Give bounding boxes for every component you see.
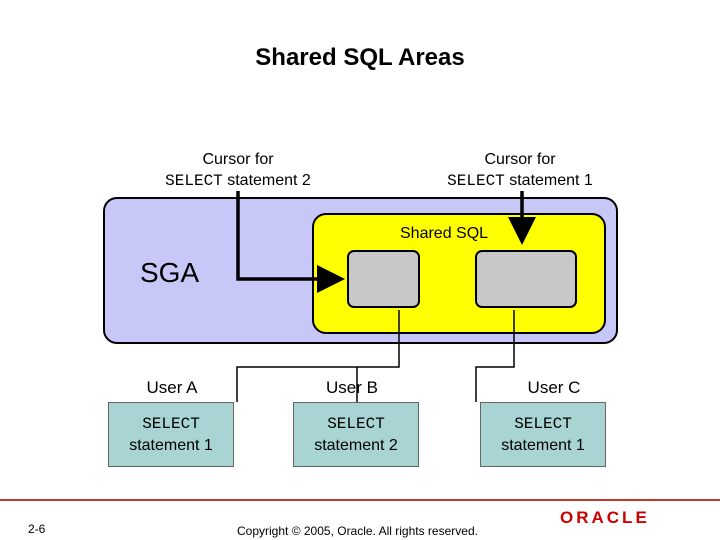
shared-sql-area-1 — [347, 250, 420, 308]
user-c-connector — [475, 310, 515, 402]
cursor-statement: statement 1 — [504, 172, 593, 189]
cursor-label-line1: Cursor for — [202, 151, 274, 168]
statement-text: statement 2 — [314, 437, 398, 454]
select-keyword: SELECT — [514, 415, 572, 433]
shared-sql-area-2 — [475, 250, 577, 308]
select-keyword: SELECT — [165, 172, 223, 190]
statement-text: statement 1 — [501, 437, 585, 454]
user-b-label: User B — [326, 378, 378, 397]
user-a-connector — [236, 310, 400, 402]
select-keyword: SELECT — [327, 415, 385, 433]
shared-sql-label: Shared SQL — [400, 225, 489, 242]
select-keyword: SELECT — [447, 172, 505, 190]
cursor-2-arrow — [236, 191, 345, 293]
slide-title: Shared SQL Areas — [255, 44, 465, 71]
sga-label: SGA — [140, 257, 200, 288]
cursor-label-statement-1: Cursor for SELECT statement 1 — [415, 149, 625, 192]
oracle-logo: ORACLE — [560, 508, 650, 527]
page-number: 2-6 — [28, 522, 46, 536]
cursor-label-statement-2: Cursor for SELECT statement 2 — [133, 149, 343, 192]
copyright-notice: Copyright © 2005, Oracle. All rights res… — [237, 524, 478, 538]
statement-text: statement 1 — [129, 437, 213, 454]
cursor-statement: statement 2 — [222, 172, 311, 189]
select-keyword: SELECT — [142, 415, 200, 433]
user-c-statement: SELECT statement 1 — [480, 402, 606, 467]
cursor-label-line1: Cursor for — [484, 151, 556, 168]
user-a-statement: SELECT statement 1 — [108, 402, 234, 467]
user-c-label: User C — [527, 378, 581, 397]
user-a-label: User A — [146, 378, 198, 397]
user-b-statement: SELECT statement 2 — [293, 402, 419, 467]
footer-divider — [0, 499, 720, 501]
